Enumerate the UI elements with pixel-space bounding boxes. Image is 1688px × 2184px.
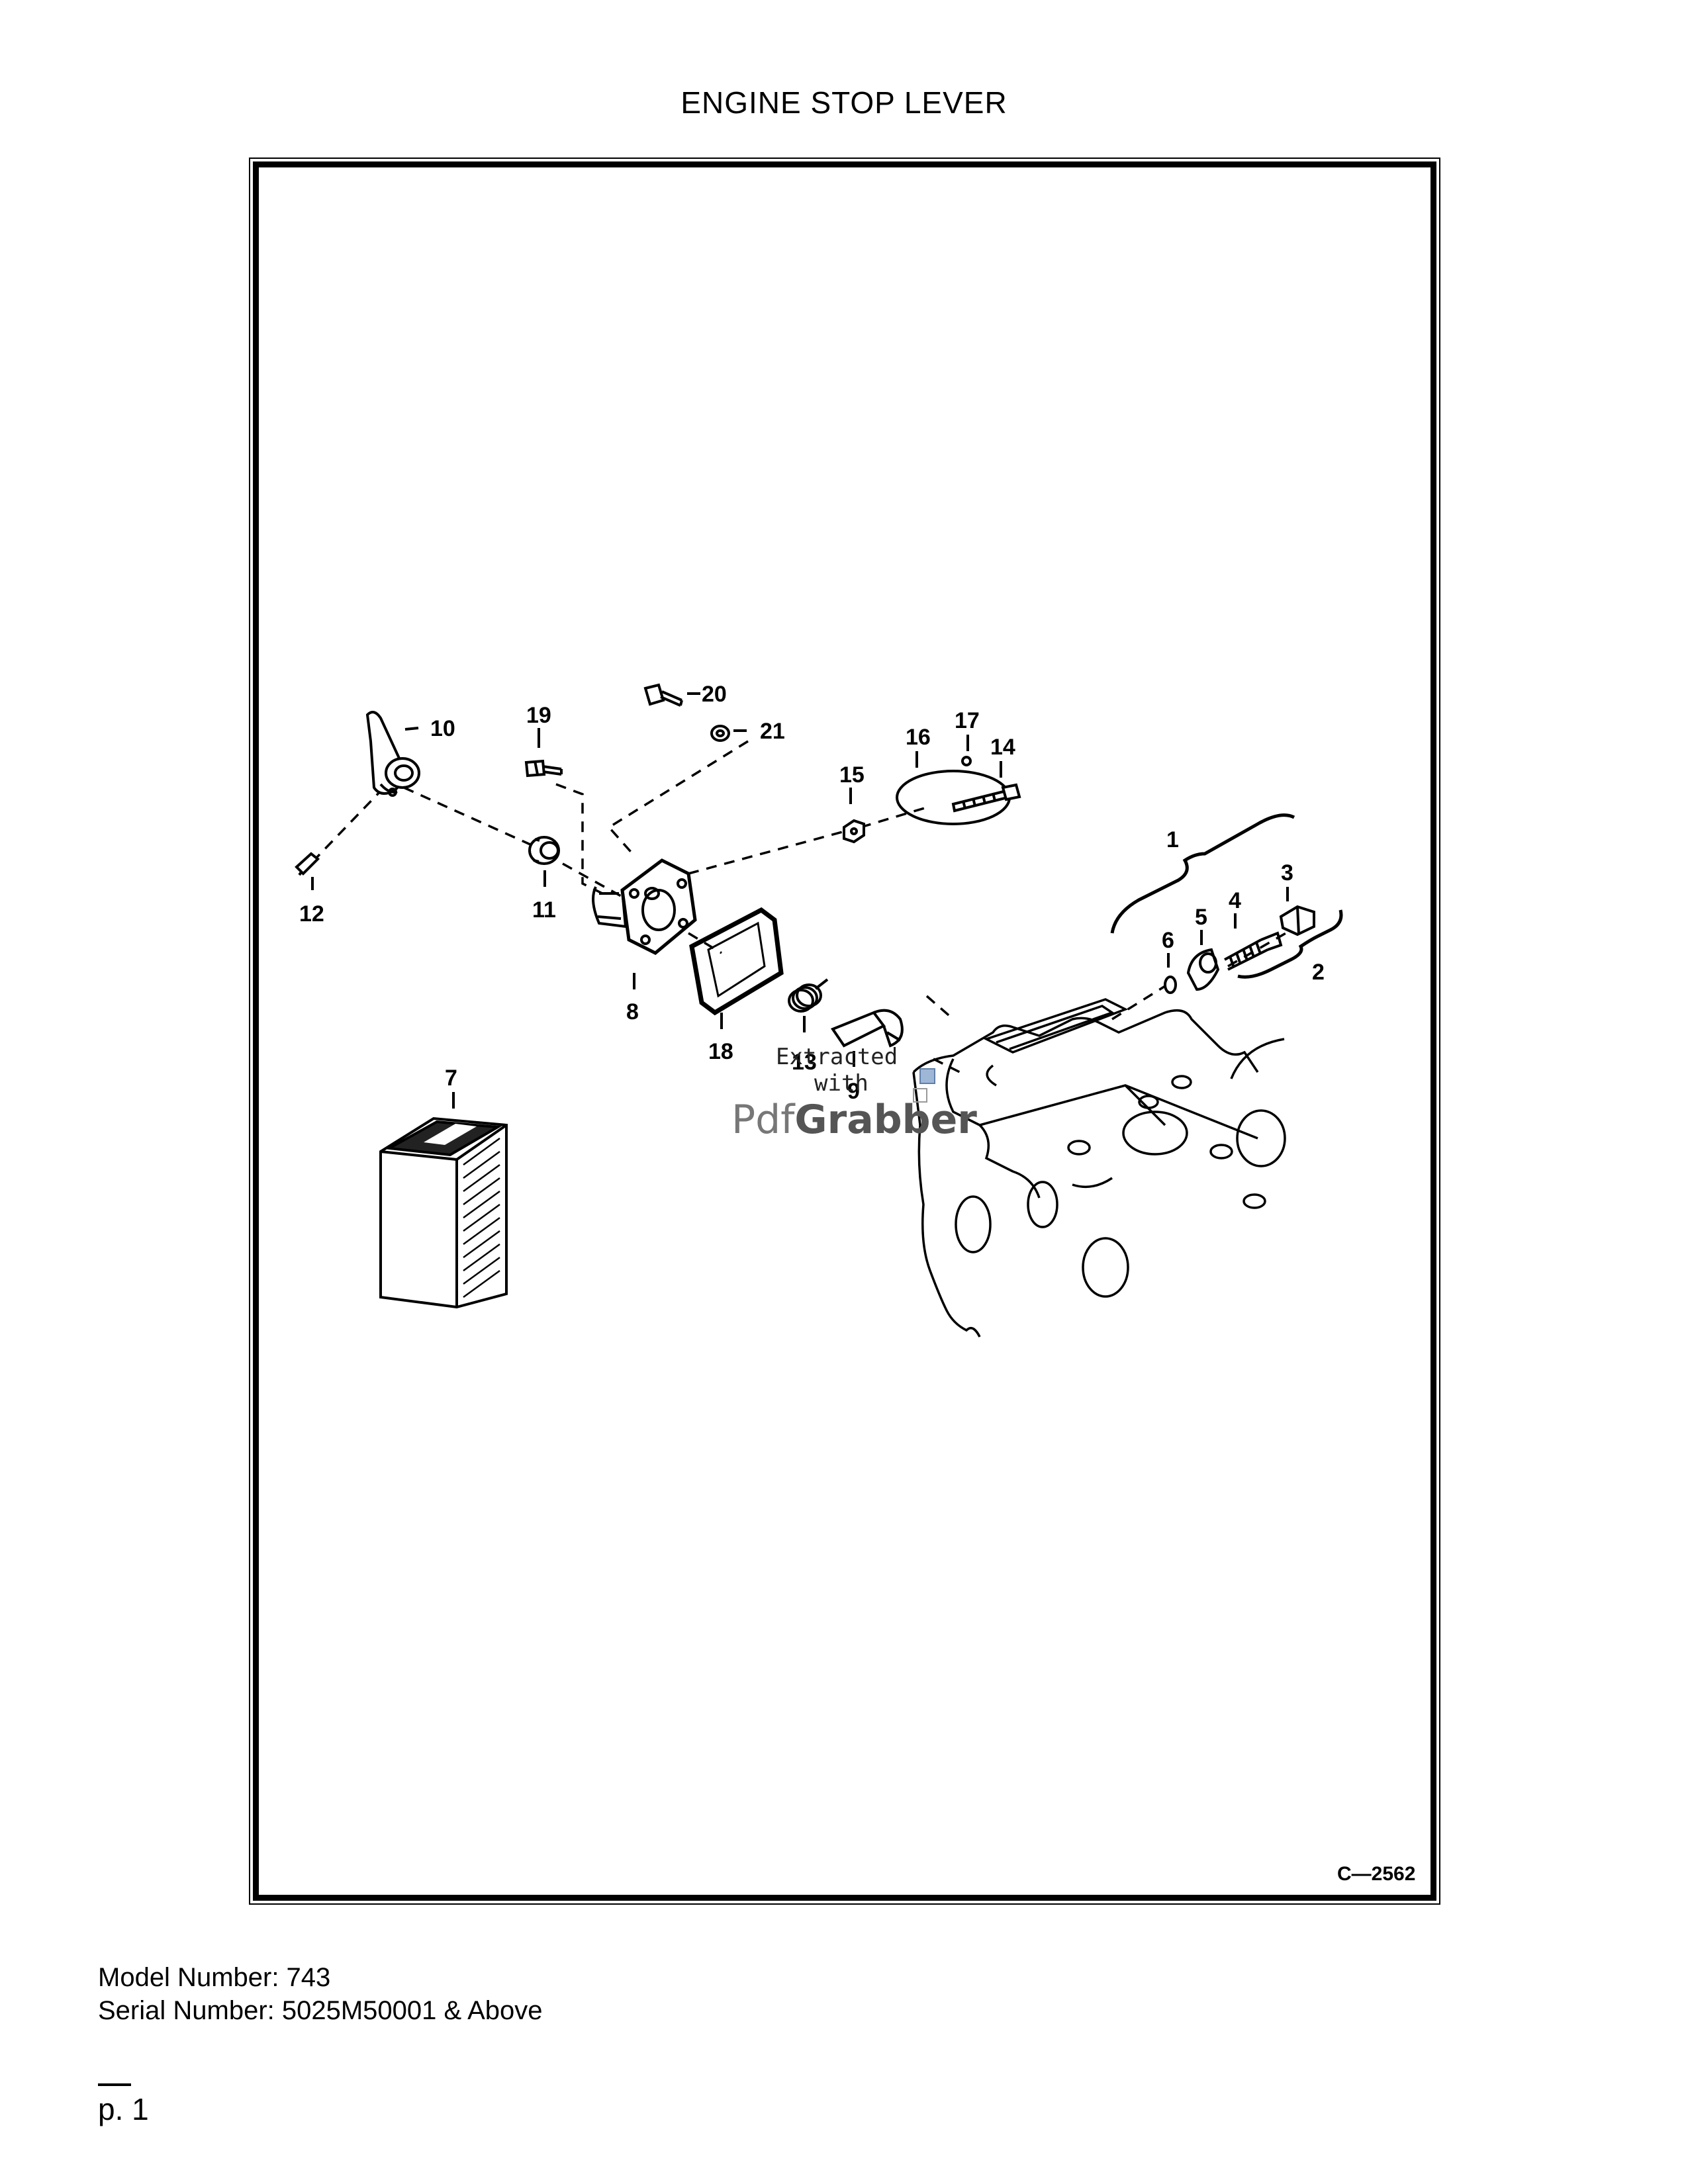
callout-16: 16 — [906, 725, 931, 750]
part-20-bolt — [643, 683, 683, 707]
part-10-stop-lever — [365, 711, 420, 797]
watermark-frame-icon — [913, 1088, 927, 1103]
part-18-gasket — [689, 907, 784, 1016]
part-11-bushing — [528, 836, 560, 865]
callout-4: 4 — [1229, 888, 1241, 913]
page-number-rule — [98, 2083, 131, 2086]
drawing-code: C—2562 — [1337, 1863, 1416, 1885]
callout-2: 2 — [1312, 960, 1325, 985]
callout-20: 20 — [702, 682, 727, 707]
model-number: Model Number: 743 — [98, 1963, 331, 1992]
part-14-screw — [951, 783, 1021, 813]
callout-11: 11 — [532, 897, 556, 923]
pdfgrabber-watermark: Extracted with PdfGrabber — [731, 1044, 977, 1143]
watermark-icon — [919, 1068, 935, 1084]
part-21-washer — [710, 725, 730, 742]
callout-7: 7 — [445, 1066, 457, 1091]
part-7-kit-box — [379, 1116, 508, 1309]
engine-block — [912, 998, 1286, 1338]
callout-18: 18 — [708, 1039, 733, 1064]
callout-15: 15 — [839, 762, 865, 788]
part-13-spring — [788, 978, 829, 1013]
part-8-housing — [592, 858, 697, 955]
page-title: ENGINE STOP LEVER — [680, 85, 1008, 120]
part-6-o-ring — [1164, 976, 1177, 994]
callout-13: 13 — [792, 1050, 817, 1075]
page-number: p. 1 — [98, 2092, 149, 2126]
brace-assembly-1 — [1110, 813, 1295, 934]
part-4-spring — [1224, 931, 1283, 971]
callout-12: 12 — [299, 901, 324, 927]
callout-leaders — [311, 692, 1289, 1109]
assembly-dashed-lines — [300, 740, 1298, 1077]
callout-3: 3 — [1281, 860, 1293, 886]
callout-5: 5 — [1195, 905, 1207, 930]
brace-assembly-2 — [1237, 909, 1343, 979]
part-19-bolt — [524, 759, 563, 778]
callout-9: 9 — [847, 1079, 860, 1104]
callout-labels: 10 19 20 21 16 17 14 15 12 11 8 18 13 9 … — [299, 682, 1325, 1104]
part-9-shaft — [830, 1009, 904, 1048]
part-15-nut — [843, 819, 865, 844]
part-12-pin — [295, 852, 320, 876]
watermark-brand: PdfGrabber — [731, 1097, 977, 1143]
part-5-nut — [1186, 948, 1220, 991]
callout-8: 8 — [626, 999, 639, 1024]
figure-frame — [253, 161, 1436, 1901]
watermark-with: with — [814, 1070, 868, 1097]
serial-number: Serial Number: 5025M50001 & Above — [98, 1996, 543, 2025]
callout-6: 6 — [1162, 928, 1174, 953]
callout-10: 10 — [430, 716, 455, 741]
watermark-extracted: Extracted — [776, 1044, 898, 1070]
part-17-ball — [961, 756, 972, 766]
callout-21: 21 — [760, 719, 785, 744]
callout-1: 1 — [1166, 827, 1179, 852]
figure-frame-outer — [249, 158, 1440, 1905]
callout-19: 19 — [526, 703, 551, 728]
part-3-plug — [1279, 905, 1315, 936]
callout-14: 14 — [990, 735, 1015, 760]
callout-17: 17 — [955, 708, 980, 733]
